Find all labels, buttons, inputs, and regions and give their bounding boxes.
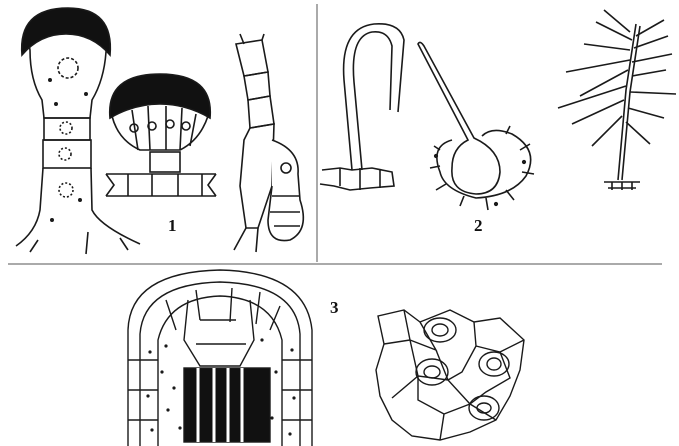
stomata-epidermis-drawing <box>376 310 524 440</box>
panel-2-label: 2 <box>474 216 483 236</box>
glandular-hair-drawing <box>106 74 216 196</box>
panel-1-label: 1 <box>168 216 177 236</box>
panel-2-drawings <box>320 10 676 210</box>
curved-hair-drawing <box>320 24 404 190</box>
branched-filament-drawing <box>234 34 303 252</box>
stinging-hair-drawing <box>418 42 534 210</box>
panel-1-drawings <box>16 8 303 254</box>
panel-3-label: 3 <box>330 298 339 318</box>
shoot-apex-section-drawing <box>128 270 312 446</box>
branched-hair-drawing <box>558 10 676 190</box>
panel-3-drawings <box>128 270 524 446</box>
